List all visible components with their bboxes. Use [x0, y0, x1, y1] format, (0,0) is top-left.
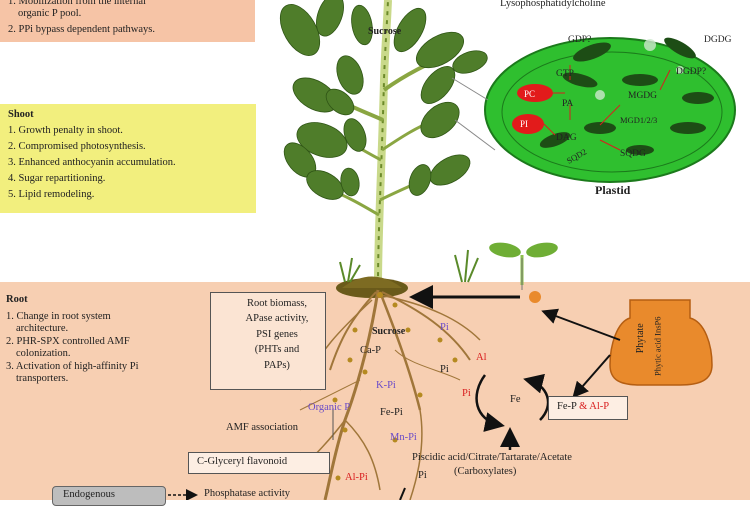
alp-label: Al-P [589, 401, 610, 412]
label-pi-4: Pi [418, 470, 427, 481]
soil-background [0, 282, 750, 500]
shoot-item-2: 2. Compromised photosynthesis. [8, 141, 146, 152]
root-panel-line-4: (PHTs and [254, 344, 300, 355]
phytate-dot [529, 291, 541, 303]
shoot-item-3: 3. Enhanced anthocyanin accumulation. [8, 157, 176, 168]
plastid-label-dag: DAG [556, 133, 577, 143]
root-response-panel: Root biomass, APase activity, PSI genes … [210, 292, 326, 390]
label-pi-3: Pi [462, 388, 471, 399]
root-item-2: 2. PHR-SPX controlled AMF [6, 335, 130, 347]
label-fe-pi: Fe-Pi [380, 407, 403, 418]
root-text-block: Root 1. Change in root system architectu… [6, 294, 206, 386]
plastid-label-dgdg: DGDG [704, 35, 732, 45]
root-item-1: 1. Change in root system [6, 310, 111, 322]
plastid-label-mgdg: MGDG [628, 91, 658, 101]
shoot-title: Shoot [8, 109, 34, 120]
internal-pool-line1: 1. Mobilization from the internal [8, 0, 146, 7]
bottom-arrow-stub [399, 487, 406, 500]
endogenous-box: Endogenous [52, 486, 166, 506]
soil-mound-top [342, 276, 402, 288]
seedling [489, 242, 558, 285]
shoot-item-1: 1. Growth penalty in shoot. [8, 125, 123, 136]
internal-pool-line1b: organic P pool. [18, 8, 82, 19]
root-panel-line-2: APase activity, [245, 313, 309, 324]
sucrose-shoot-label: Sucrose [368, 26, 402, 37]
plastid-label-mgd: MGD1/2/3 [620, 115, 658, 125]
curved-arrow-right [523, 373, 550, 421]
phosphatase-label: Phosphatase activity [204, 488, 291, 499]
label-pi-1: Pi [440, 322, 449, 333]
arrow-phytate-to-soil [541, 308, 621, 341]
amf-association-label: AMF association [226, 422, 299, 433]
root-panel-line-1: Root biomass, [246, 298, 308, 309]
root-item-3: 3. Activation of high-affinity Pi [6, 360, 139, 372]
plastid-label-sqdg: SQDG [620, 149, 646, 159]
label-organic-p: Organic P [308, 402, 351, 413]
internal-pool-line2: 2. PPi bypass dependent pathways. [8, 24, 155, 35]
internal-pool-box: 1. Mobilization from the internal organi… [0, 0, 255, 42]
shoot-item-4: 4. Sugar repartitioning. [8, 173, 106, 184]
label-pi-2: Pi [440, 364, 449, 375]
label-k-pi: K-Pi [376, 380, 396, 391]
glyceryl-flavonoid-box: C-Glyceryl flavonoid [188, 452, 330, 474]
amp-label: & [576, 401, 590, 412]
plant-leaves [279, 0, 488, 200]
shoot-item-5: 5. Lipid remodeling. [8, 189, 95, 200]
plastid-label-gtp: GTP [556, 69, 574, 79]
plastid-top-label: Lysophosphatidylcholine [500, 0, 606, 9]
arrow-phytate-to-fep [572, 354, 611, 399]
phytate-sub: Phytic acid InsP6 [652, 316, 663, 377]
plastid-title: Plastid [595, 183, 631, 197]
plastid-label-dgdp: DGDP? [676, 67, 707, 77]
plastid [451, 37, 736, 183]
label-fe: Fe [510, 394, 521, 405]
acids-line-2: (Carboxylates) [454, 466, 517, 477]
plastid-label-pa: PA [562, 99, 574, 109]
label-al: Al [476, 352, 487, 363]
endogenous-label: Endogenous [63, 489, 115, 500]
glyceryl-flavonoid-label: C-Glyceryl flavonoid [197, 456, 288, 467]
label-al-pi: Al-Pi [345, 472, 368, 483]
label-ca-p: Ca-P [360, 345, 381, 356]
fep-alp-box: Fe-P & Al-P [548, 396, 628, 420]
label-mn-pi: Mn-Pi [390, 432, 417, 443]
root-item-1b: architecture. [16, 323, 69, 334]
root-panel-line-5: PAPs) [264, 360, 290, 371]
plastid-label-pi: PI [520, 119, 529, 129]
fep-alp-text: Fe-P & Al-P [557, 401, 609, 414]
phytate-title: Phytate [634, 323, 646, 354]
root-item-2b: colonization. [16, 348, 71, 359]
sucrose-root-label: Sucrose [372, 326, 406, 337]
plastid-label-pc: PC [524, 89, 536, 99]
grass-tufts [339, 249, 479, 283]
plastid-label-gdp: GDP? [568, 35, 592, 45]
curved-arrow-left [475, 374, 505, 432]
shoot-box: Shoot 1. Growth penalty in shoot. 2. Com… [0, 104, 256, 213]
acids-line-1: Piscidic acid/Citrate/Tartarate/Acetate [412, 452, 572, 463]
phytate-shape [609, 299, 713, 386]
root-title: Root [6, 294, 28, 305]
fep-label: Fe-P [557, 401, 577, 412]
root-panel-line-3: PSI genes [256, 329, 298, 340]
root-item-3b: transporters. [16, 373, 69, 384]
